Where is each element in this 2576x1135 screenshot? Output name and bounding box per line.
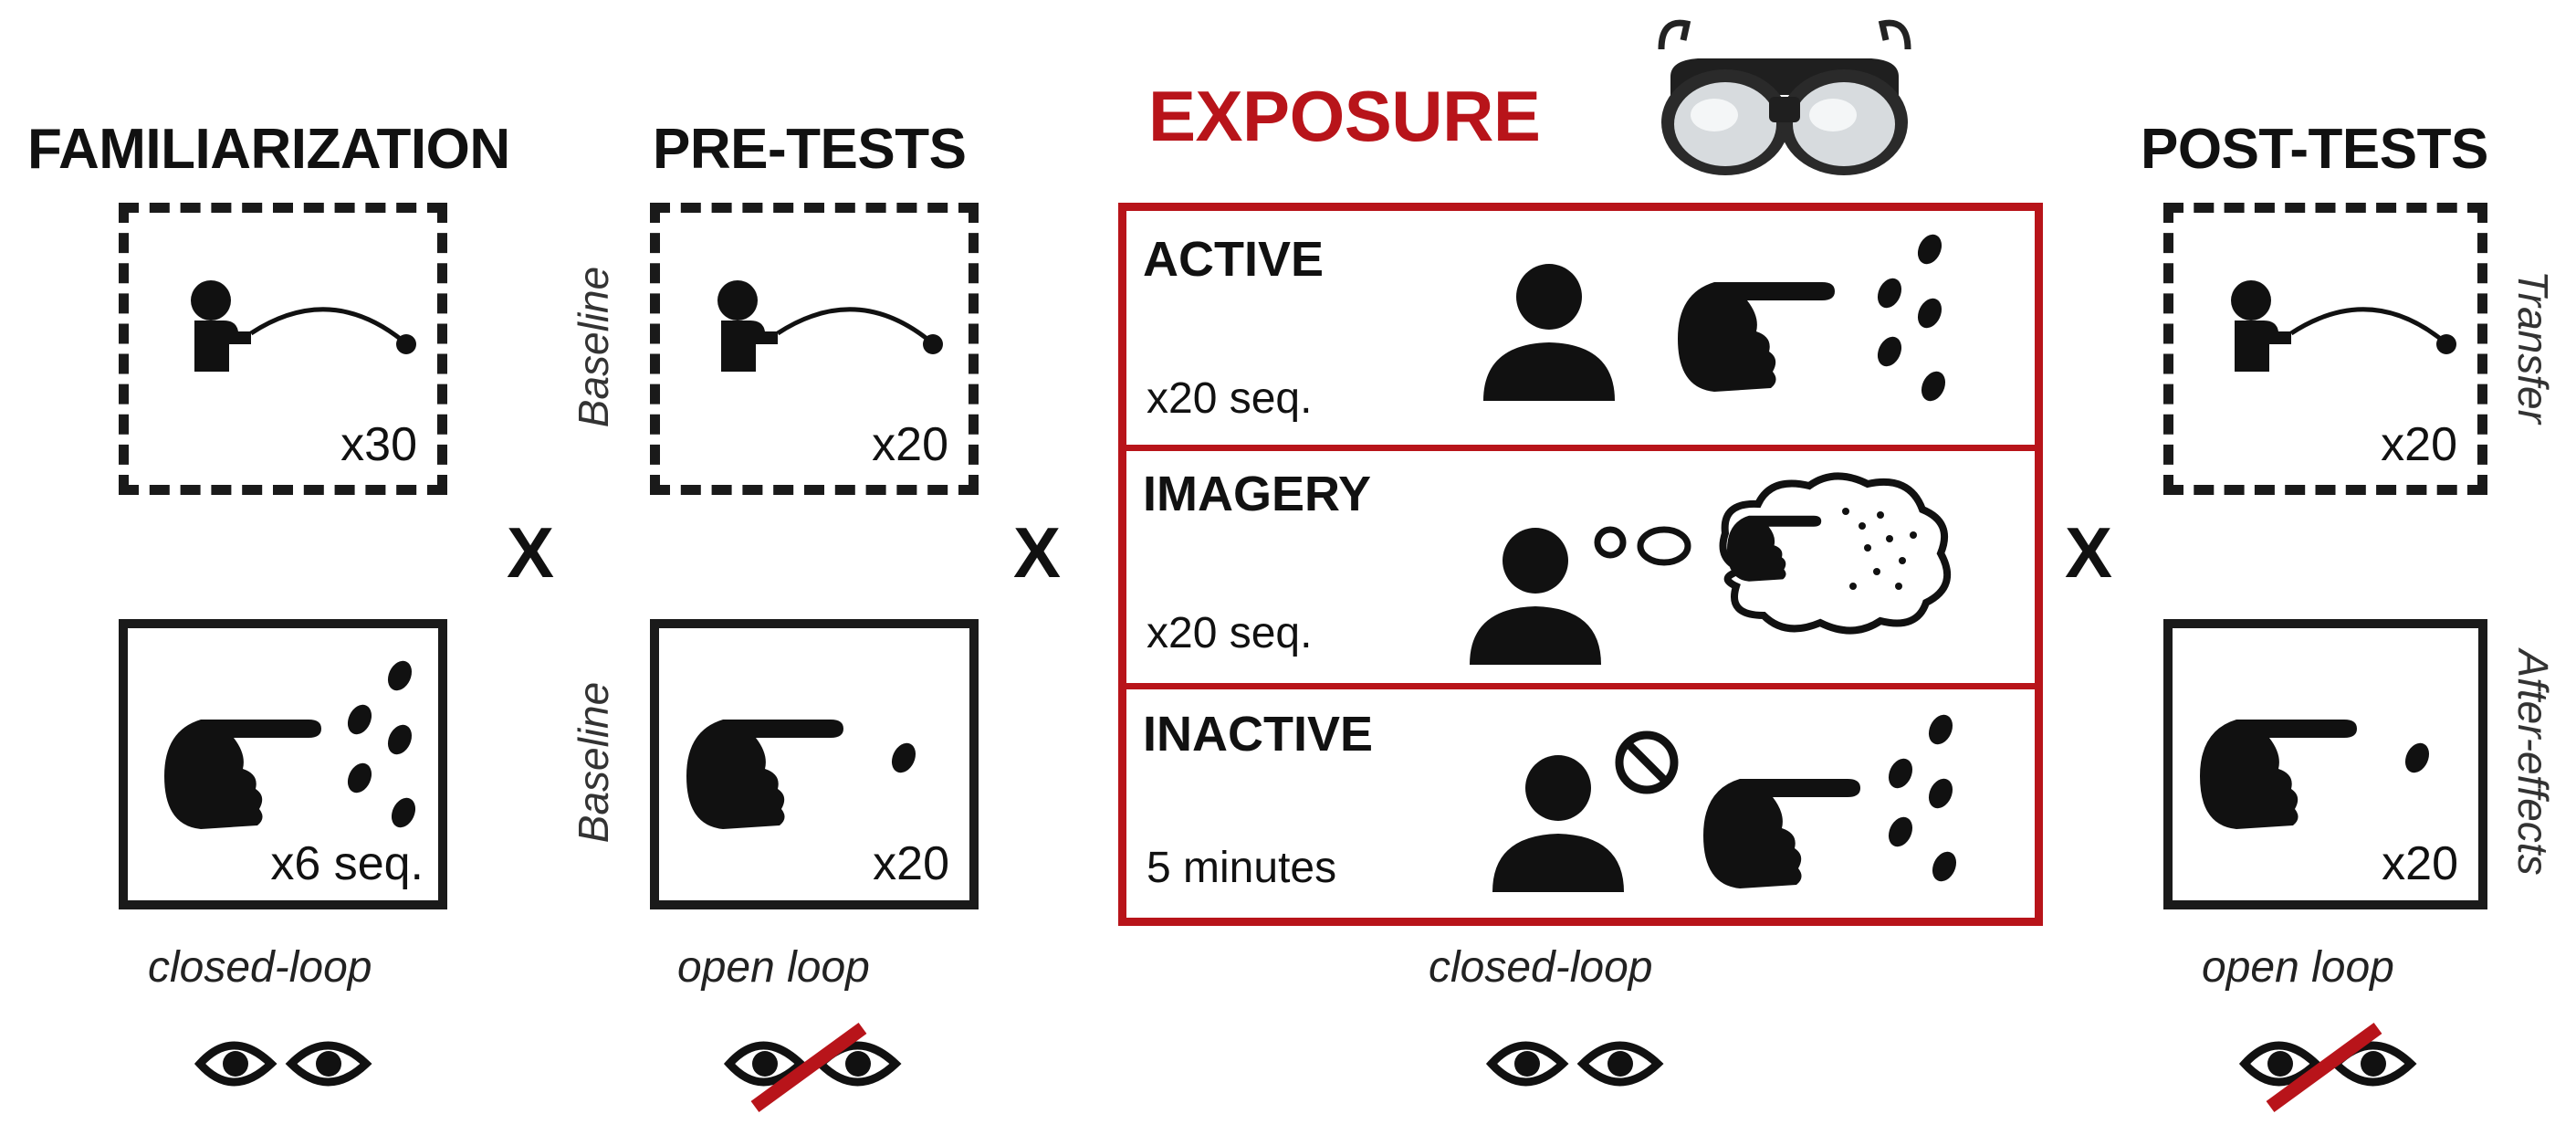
pointing-hand-icon [1703, 779, 1860, 888]
familiarization-title: FAMILIARIZATION [27, 118, 510, 181]
separator-x-1: X [507, 512, 555, 593]
pretests-bottom-side-label: Baseline [570, 681, 617, 844]
familiarization-reaching-task: x30 [119, 203, 447, 495]
target-dots-icon [1883, 710, 1962, 886]
pointing-hand-icon [1678, 282, 1835, 392]
target-dot-icon [2404, 742, 2430, 773]
posttests-pointing-task: x20 [2163, 619, 2487, 909]
target-dot-icon [891, 742, 916, 773]
exposure-row-count: x20 seq. [1147, 609, 1313, 657]
pretests-title: PRE-TESTS [653, 118, 967, 181]
exposure-row-imagery: IMAGERY x20 seq. [1126, 451, 2035, 683]
familiarization-pointing-task: x6 seq. [119, 619, 447, 909]
throwing-figure-icon [183, 277, 421, 386]
posttests-top-side-label: Transfer [2509, 270, 2557, 424]
familiarization-top-count: x30 [340, 418, 417, 471]
separator-x-3: X [2065, 512, 2113, 593]
posttests-bottom-count: x20 [2382, 837, 2458, 890]
target-dots-icon [342, 657, 421, 832]
thought-bubbles-icon [1594, 526, 1691, 566]
prism-goggles-icon [1658, 19, 1911, 175]
posttests-title: POST-TESTS [2141, 118, 2488, 181]
pointing-hand-icon [2200, 720, 2357, 829]
thought-cloud-icon [1719, 472, 1952, 635]
exposure-row-title: INACTIVE [1143, 707, 1374, 762]
familiarization-bottom-count: x6 seq. [270, 837, 424, 890]
exposure-row-active: ACTIVE x20 seq. [1126, 211, 2035, 445]
pointing-hand-icon [164, 720, 321, 829]
throwing-figure-icon [2224, 277, 2461, 386]
target-dots-icon [1872, 230, 1951, 405]
exposure-row-count: 5 minutes [1147, 844, 1337, 892]
separator-x-2: X [1013, 512, 1062, 593]
pointing-hand-icon [686, 720, 843, 829]
exposure-row-inactive: INACTIVE 5 minutes [1126, 689, 2035, 918]
pretests-pointing-task: x20 [650, 619, 979, 909]
eyes-occluded-icon [717, 1022, 908, 1113]
exposure-row-divider [1126, 445, 2035, 451]
pretests-loop-label: open loop [677, 943, 870, 992]
pretests-bottom-count: x20 [873, 837, 949, 890]
throwing-figure-icon [710, 277, 948, 386]
exposure-loop-label: closed-loop [1429, 943, 1653, 992]
exposure-title: EXPOSURE [1148, 76, 1541, 156]
posttests-top-count: x20 [2381, 418, 2457, 471]
posttests-reaching-task: x20 [2163, 203, 2487, 495]
exposure-row-divider [1126, 683, 2035, 689]
person-icon [1483, 264, 1615, 401]
familiarization-loop-label: closed-loop [148, 943, 372, 992]
pretests-reaching-task: x20 [650, 203, 979, 495]
posttests-bottom-side-label: After-effects [2509, 649, 2557, 876]
eyes-open-icon [1479, 1023, 1670, 1105]
posttests-loop-label: open loop [2202, 943, 2394, 992]
exposure-conditions-panel: ACTIVE x20 seq. IMAGERY x20 seq. INACTIV… [1118, 203, 2043, 926]
exposure-row-title: IMAGERY [1143, 467, 1372, 521]
pretests-top-side-label: Baseline [570, 266, 617, 428]
prohibited-icon [1615, 730, 1679, 794]
eyes-occluded-icon [2232, 1022, 2424, 1113]
exposure-row-title: ACTIVE [1143, 232, 1325, 287]
eyes-open-icon [187, 1023, 379, 1105]
pretests-top-count: x20 [872, 418, 948, 471]
exposure-row-count: x20 seq. [1147, 374, 1313, 423]
